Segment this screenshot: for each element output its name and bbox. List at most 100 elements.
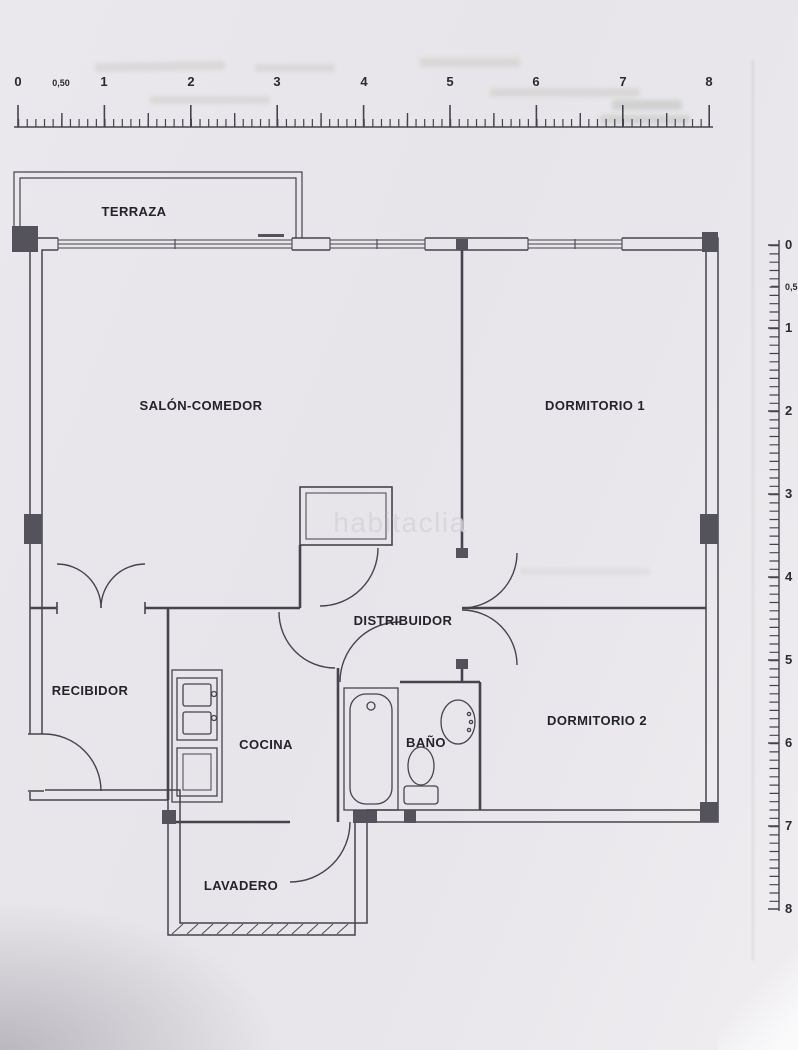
right-ruler	[768, 240, 780, 911]
recibidor-door-jambs	[56, 602, 146, 614]
bathtub-drain	[366, 701, 376, 711]
wall-openings	[27, 237, 622, 792]
wardrobe-outline	[299, 486, 393, 546]
room-labels: TERRAZA SALÓN-COMEDOR DORMITORIO 1 DISTR…	[52, 204, 647, 893]
hatch-lines	[171, 923, 349, 935]
structural-piers	[12, 226, 718, 824]
right-ruler-number: 8	[785, 901, 792, 916]
bathroom-fixtures	[343, 687, 476, 811]
bleed-through-mark	[520, 568, 650, 575]
right-ruler-number: 0,5	[785, 282, 798, 292]
bathtub	[343, 687, 399, 811]
toilet-tank	[403, 785, 439, 805]
pier	[702, 232, 718, 252]
bleed-through-mark	[150, 96, 270, 104]
entry-door-arc	[43, 733, 102, 792]
kitchen-faucet	[210, 714, 218, 722]
kitchen-counter	[171, 669, 223, 803]
terrace-railing-inner	[19, 177, 297, 238]
right-ruler-number: 6	[785, 735, 792, 750]
bano-door-arc	[339, 621, 401, 683]
lavadero-hatching	[171, 923, 349, 935]
top-ruler-number: 1	[100, 74, 107, 89]
entry-door-jambs	[28, 733, 44, 792]
kitchen-sink-bowl-top	[182, 683, 212, 707]
room-label-recibidor: RECIBIDOR	[52, 683, 129, 698]
top-ruler-numbers: 0 0,50 1 2 3 4 5 6 7 8	[14, 74, 712, 89]
top-ruler-number: 3	[273, 74, 280, 89]
kitchen-sink-unit	[176, 677, 218, 741]
top-ruler-major-ticks	[17, 105, 710, 127]
bleed-through-mark	[420, 58, 520, 67]
dormitorio1-door-arc	[461, 552, 518, 609]
doors	[28, 547, 518, 883]
pier	[700, 802, 718, 822]
bleed-through-mark	[490, 88, 640, 97]
right-ruler-number: 3	[785, 486, 792, 501]
watermark-text: habitaclia	[333, 507, 466, 538]
washbasin-tap-dot	[468, 719, 474, 725]
room-label-salon-comedor: SALÓN-COMEDOR	[140, 398, 263, 413]
terrace-window	[57, 238, 293, 250]
pier	[700, 514, 718, 544]
kitchen-fixtures	[171, 669, 223, 803]
washbasin-tap-dot	[466, 727, 472, 733]
room-label-distribuidor: DISTRIBUIDOR	[354, 613, 453, 628]
top-ruler-number: 6	[532, 74, 539, 89]
top-ruler-number: 4	[360, 74, 368, 89]
right-ruler-number: 2	[785, 403, 792, 418]
right-ruler-numbers: 0 0,5 1 2 3 4 5 6 7 8	[785, 237, 798, 916]
room-label-cocina: COCINA	[239, 737, 293, 752]
washbasin-tap-dot	[466, 711, 472, 717]
top-ruler-number: 8	[705, 74, 712, 89]
dormitorio2-door-arc	[461, 609, 518, 666]
recibidor-door-arc-left	[56, 563, 102, 609]
right-ruler-number: 7	[785, 818, 792, 833]
right-ruler-number: 0	[785, 237, 792, 252]
exterior-walls	[29, 237, 719, 936]
terrace-railing	[13, 171, 303, 238]
kitchen-appliance	[176, 747, 218, 797]
pier	[24, 514, 42, 544]
exterior-wall-outer	[29, 237, 719, 936]
opening-entry-door	[27, 734, 45, 792]
toilet-bowl	[407, 746, 435, 786]
wardrobe-inner	[305, 492, 387, 540]
facade-window-1	[329, 238, 426, 250]
top-ruler-number: 7	[619, 74, 626, 89]
paper-crease	[752, 60, 754, 960]
interior-walls	[30, 250, 706, 824]
terrace-railing-outer	[13, 171, 303, 238]
room-label-terraza: TERRAZA	[102, 204, 167, 219]
bleed-through-mark	[600, 115, 690, 124]
right-ruler-number: 1	[785, 320, 792, 335]
top-ruler-number: 5	[446, 74, 453, 89]
pier	[353, 810, 377, 823]
salon-distribuidor-door-arc	[319, 547, 379, 607]
pier	[162, 810, 176, 824]
top-ruler-number: 2	[187, 74, 194, 89]
room-label-lavadero: LAVADERO	[204, 878, 278, 893]
room-label-dormitorio1: DORMITORIO 1	[545, 398, 645, 413]
page-edge-highlight	[718, 950, 798, 1050]
bathtub-inner	[349, 693, 393, 805]
kitchen-sink-bowl-bottom	[182, 711, 212, 735]
top-ruler-number: 0,50	[52, 78, 70, 88]
pier	[456, 659, 468, 669]
right-ruler-number: 5	[785, 652, 792, 667]
cocina-door-arc	[278, 611, 336, 669]
exterior-wall-inner	[41, 249, 707, 924]
built-in-wardrobe	[299, 486, 393, 546]
windows	[57, 238, 623, 250]
pier	[456, 239, 468, 250]
pier	[12, 226, 38, 252]
kitchen-faucet	[210, 690, 218, 698]
pier	[456, 548, 468, 558]
page-corner-shadow	[0, 900, 280, 1050]
lavadero-door-arc	[289, 821, 351, 883]
washbasin	[440, 699, 476, 745]
bleed-through-mark	[255, 64, 335, 72]
kitchen-appliance-inner	[182, 753, 212, 791]
